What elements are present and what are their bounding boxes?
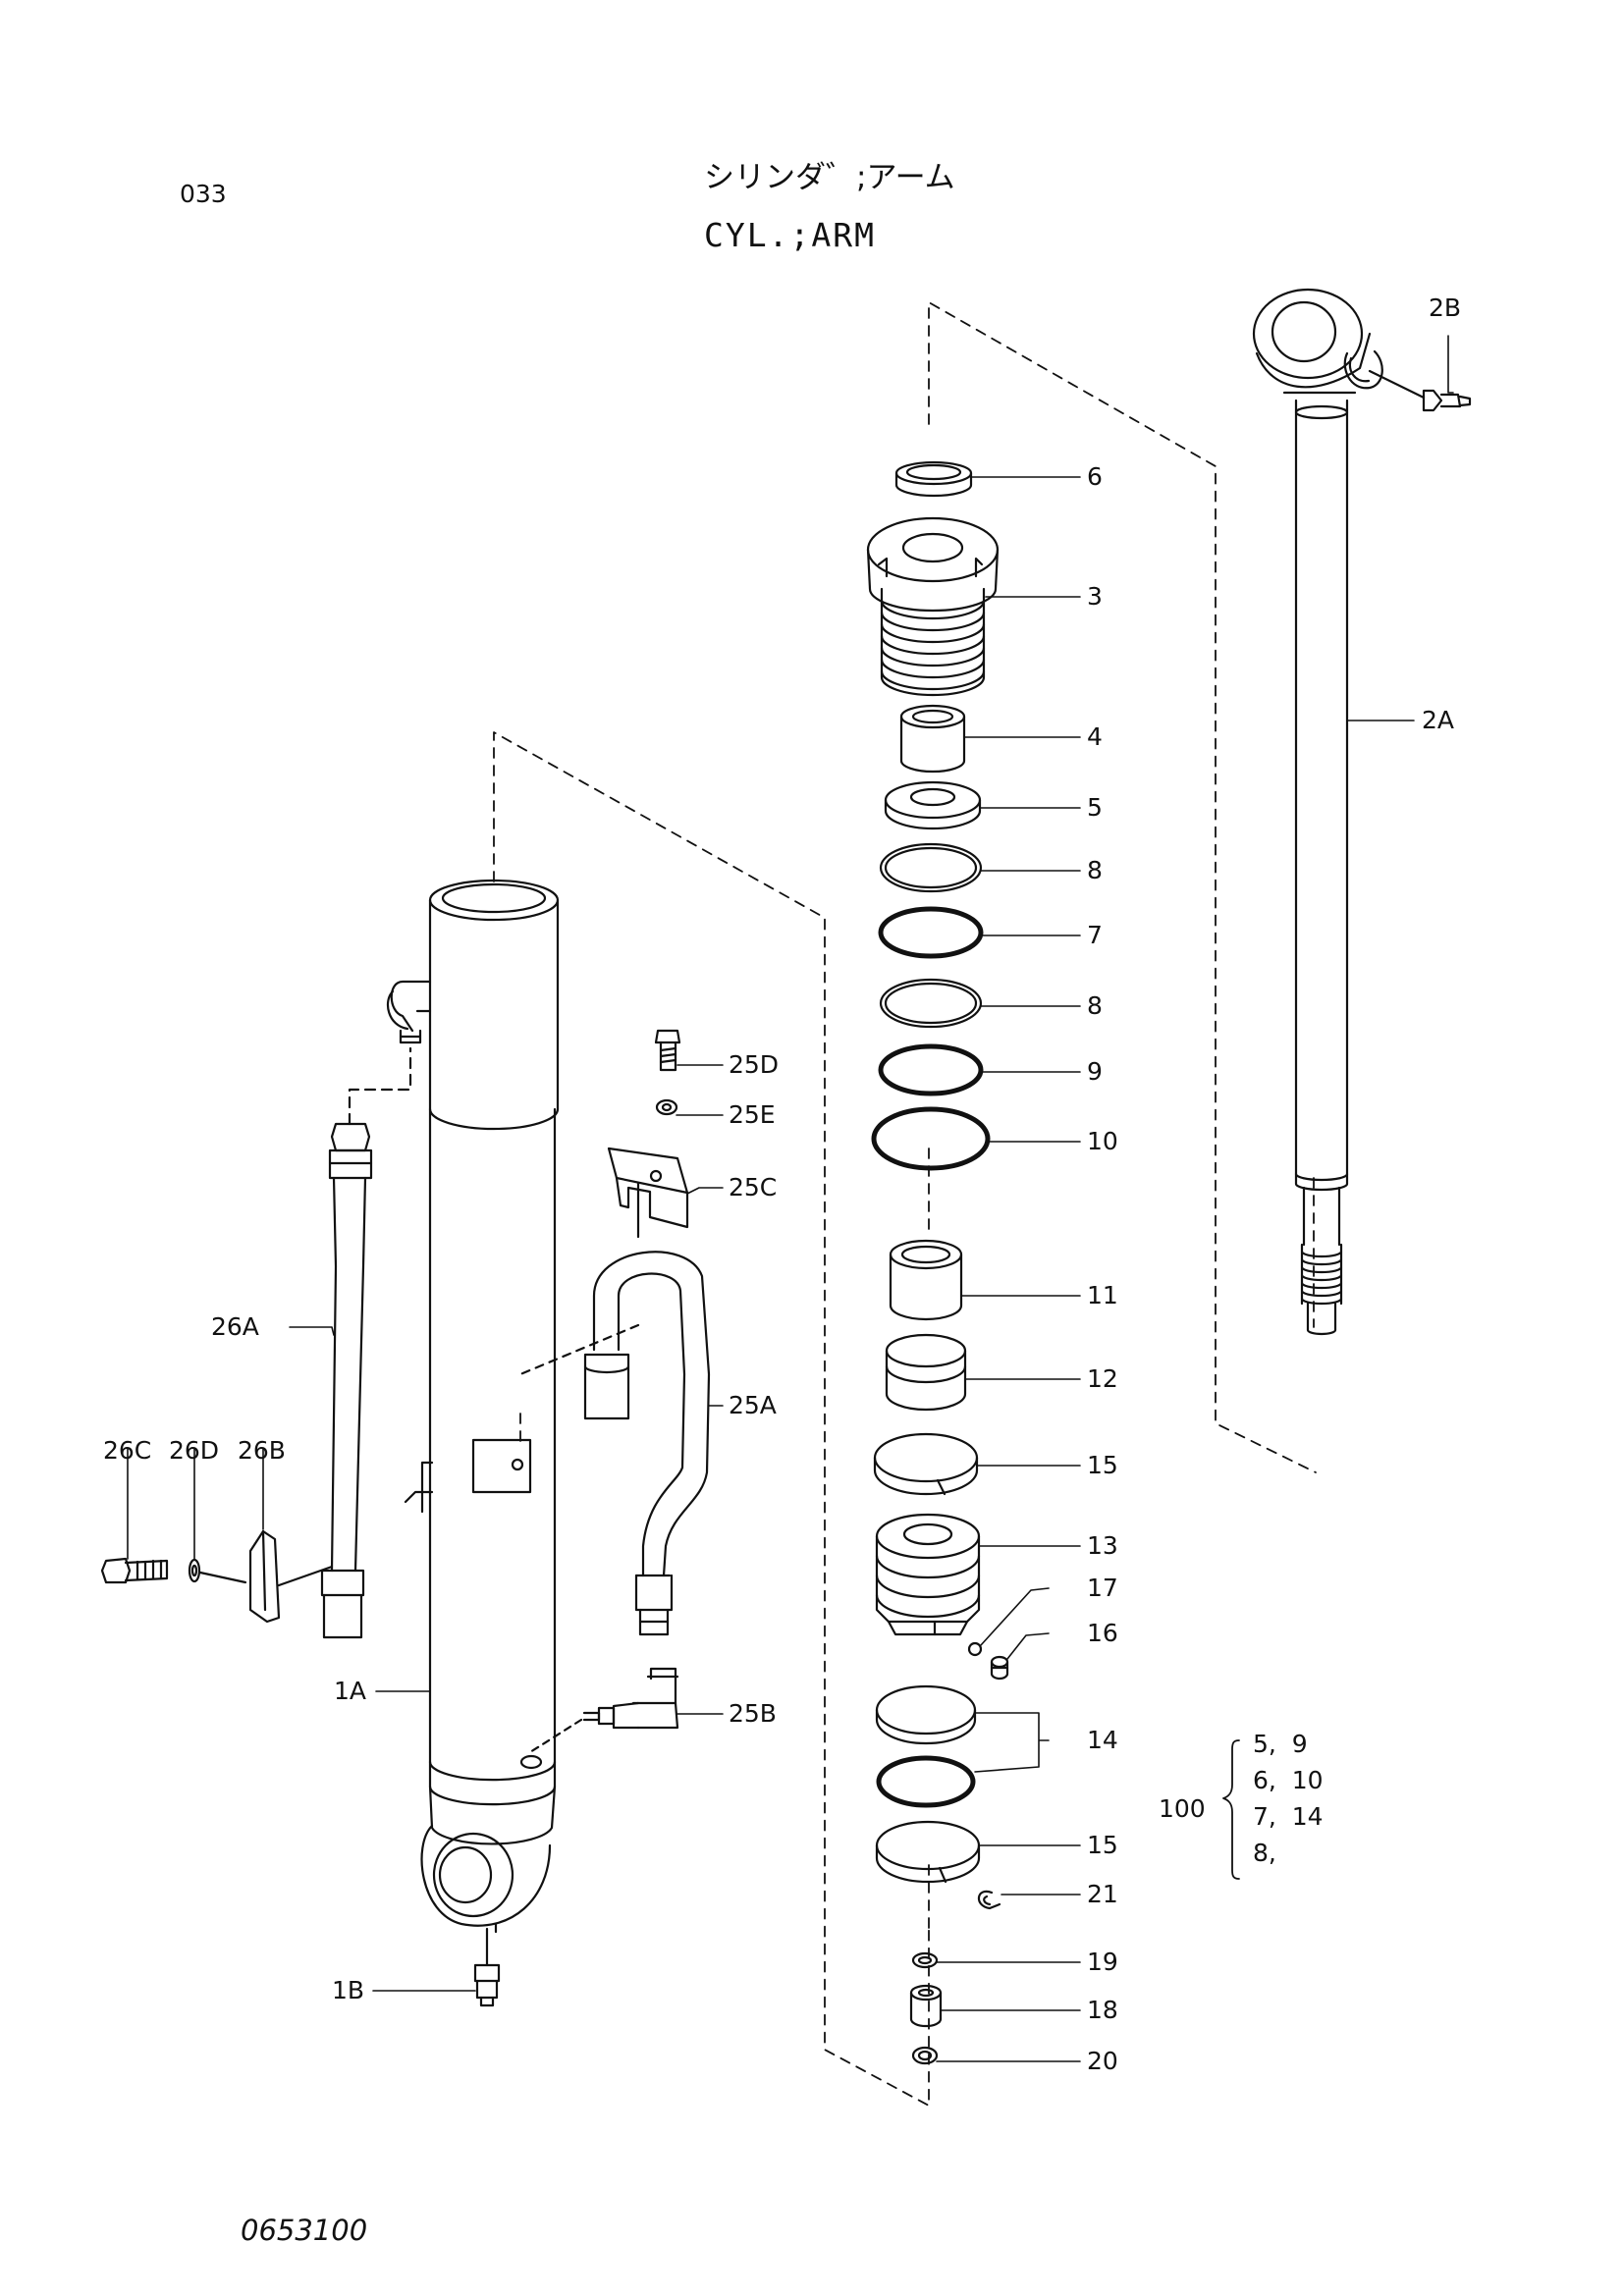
callout-25B: 25B	[729, 1699, 777, 1728]
tube-port-elbow	[388, 982, 430, 1042]
callout-1A: 1A	[334, 1677, 367, 1705]
part-14-piston-seal	[877, 1686, 975, 1805]
kit-row-3: 7, 14	[1253, 1802, 1324, 1831]
part-2A-piston-rod	[1254, 290, 1382, 1334]
part-12-collar	[887, 1335, 965, 1410]
callout-4: 4	[1087, 722, 1103, 751]
callout-3: 3	[1087, 582, 1103, 611]
part-17-steel-ball	[969, 1643, 981, 1655]
part-10-o-ring	[874, 1109, 988, 1168]
part-26B-clamp	[250, 1531, 332, 1622]
part-16-set-screw	[992, 1657, 1007, 1679]
part-20-washer	[913, 2048, 937, 2063]
part-13-piston	[877, 1515, 979, 1634]
callout-25C: 25C	[729, 1173, 778, 1201]
callout-2B: 2B	[1429, 294, 1462, 322]
kit-row-4: 8,	[1253, 1839, 1276, 1867]
part-25A-pipe	[585, 1252, 709, 1634]
callout-6: 6	[1087, 462, 1103, 491]
part-11-bushing	[891, 1241, 961, 1319]
callout-20: 20	[1087, 2047, 1118, 2075]
drawing-number: 0653100	[241, 2214, 368, 2247]
page-code: 033	[180, 180, 227, 208]
callout-9: 9	[1087, 1057, 1103, 1086]
part-9-o-ring	[881, 1046, 981, 1094]
assembly-guide-lines	[494, 302, 1316, 2106]
part-6-wiper-ring	[896, 462, 971, 496]
callout-26C: 26C	[103, 1436, 152, 1465]
callout-25A: 25A	[729, 1391, 777, 1419]
callout-17: 17	[1087, 1574, 1118, 1602]
callout-12: 12	[1087, 1364, 1118, 1393]
callout-15-lower: 15	[1087, 1831, 1118, 1859]
part-25C-clamp	[520, 1148, 687, 1374]
callout-16: 16	[1087, 1619, 1118, 1647]
title-english: CYL.;ARM	[704, 216, 876, 254]
callout-26A: 26A	[211, 1312, 259, 1341]
callout-8-lower: 8	[1087, 991, 1103, 1020]
part-25E-washer	[657, 1100, 676, 1114]
kit-row-2: 6, 10	[1253, 1766, 1324, 1794]
callout-15-upper: 15	[1087, 1451, 1118, 1479]
part-7-o-ring	[881, 909, 981, 956]
part-26A-hose	[322, 1048, 410, 1637]
callout-18: 18	[1087, 1996, 1118, 2024]
part-8-backup-ring-a	[881, 844, 981, 891]
callout-13: 13	[1087, 1531, 1118, 1560]
callout-leader-lines	[128, 336, 1453, 2061]
kit-brace	[1223, 1740, 1239, 1879]
part-4-bushing	[901, 706, 964, 772]
callout-2A: 2A	[1422, 706, 1455, 734]
callout-7: 7	[1087, 921, 1103, 949]
callout-26B: 26B	[238, 1436, 286, 1465]
callout-14: 14	[1087, 1726, 1118, 1754]
part-25B-elbow-fitting	[530, 1669, 677, 1752]
callout-10: 10	[1087, 1127, 1118, 1155]
tube-bracket	[406, 1440, 530, 1512]
part-8-backup-ring-b	[881, 980, 981, 1027]
part-2B-grease-fitting	[1370, 371, 1470, 410]
title-japanese: シリンダ゛;アーム	[704, 160, 955, 195]
callout-8-upper: 8	[1087, 856, 1103, 884]
part-5-buffer-ring	[886, 782, 980, 828]
callout-1B: 1B	[332, 1976, 365, 2004]
callout-25E: 25E	[729, 1100, 776, 1129]
part-3-cylinder-head	[868, 518, 998, 695]
kit-row-1: 5, 9	[1253, 1730, 1308, 1758]
part-26C-bolt	[102, 1559, 167, 1582]
part-1B-grease-fitting	[475, 1929, 499, 2005]
callout-11: 11	[1087, 1281, 1118, 1309]
part-19-washer	[913, 1953, 937, 1967]
callout-21: 21	[1087, 1880, 1118, 1908]
part-26D-washer	[189, 1560, 245, 1582]
part-18-bushing-small	[911, 1986, 941, 2026]
callout-5: 5	[1087, 793, 1103, 822]
part-25D-bolt	[656, 1031, 679, 1070]
callout-26D: 26D	[169, 1436, 220, 1465]
callout-25D: 25D	[729, 1050, 780, 1079]
kit-number: 100	[1159, 1794, 1206, 1823]
part-1A-cylinder-tube	[422, 881, 558, 1932]
callout-19: 19	[1087, 1948, 1118, 1976]
part-21-snap-ring	[979, 1892, 1000, 1908]
part-15-wear-ring-lower	[877, 1822, 979, 1882]
part-15-wear-ring-upper	[875, 1434, 977, 1494]
